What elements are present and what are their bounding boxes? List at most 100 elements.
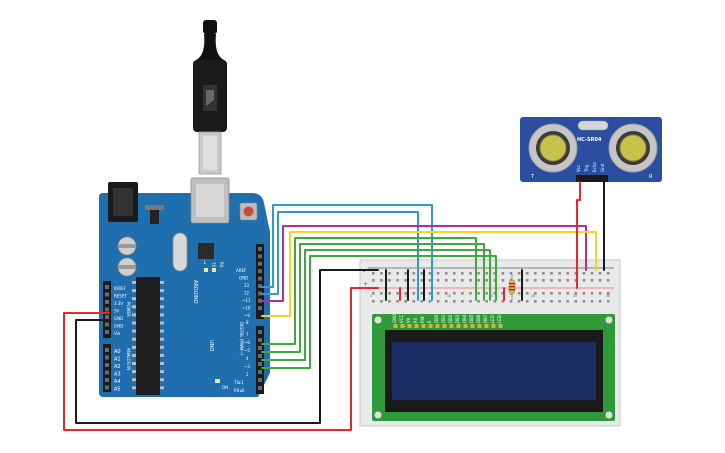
breadboard-hole bbox=[598, 292, 602, 295]
chip-pin bbox=[160, 378, 164, 382]
breadboard-hole bbox=[444, 300, 448, 303]
column-number-10: 10 bbox=[447, 294, 451, 298]
hc-sr04-sensor: HC-SR04 T R Vcc Trig Echo Gnd bbox=[520, 117, 662, 182]
chip-pin bbox=[160, 362, 164, 365]
analog-header bbox=[103, 344, 111, 392]
breadboard-hole bbox=[404, 300, 407, 303]
wire-sensor-vcc bbox=[576, 181, 581, 289]
wire-pin11-trig bbox=[261, 225, 587, 302]
pin-label-9: ~9 bbox=[244, 313, 250, 318]
breadboard-hole bbox=[517, 300, 521, 303]
rx-label: RX bbox=[219, 262, 224, 268]
chip-pin bbox=[132, 386, 136, 390]
chip-pin bbox=[160, 281, 164, 284]
breadboard-hole bbox=[558, 292, 561, 295]
pin-label-gnd-top: GND bbox=[239, 276, 248, 281]
breadboard-hole bbox=[444, 272, 448, 275]
breadboard-hole bbox=[582, 279, 586, 282]
lcd-pin-e: E bbox=[427, 320, 432, 323]
on-led bbox=[215, 379, 220, 383]
breadboard-hole bbox=[606, 300, 610, 303]
header-pin-hole bbox=[258, 386, 262, 390]
chip-pin bbox=[132, 321, 136, 325]
lcd-pin-db6: DB6 bbox=[476, 314, 481, 323]
lcd-pin-rw: RW bbox=[420, 316, 425, 323]
pin-label-7: 7 bbox=[246, 332, 249, 337]
breadboard-hole bbox=[509, 272, 513, 275]
breadboard-hole bbox=[412, 279, 416, 282]
lcd-pin-row bbox=[393, 324, 503, 328]
analog-section-label: ANALOG IN bbox=[126, 348, 131, 370]
chip-pins-left bbox=[132, 281, 136, 390]
model-label: UNO bbox=[208, 340, 214, 351]
atmega-chip bbox=[136, 277, 160, 395]
pin-label-a3: A3 bbox=[114, 372, 121, 378]
chip-pin bbox=[160, 321, 164, 325]
breadboard-hole bbox=[501, 292, 505, 295]
column-number-1: 1 bbox=[370, 294, 372, 298]
breadboard-hole bbox=[404, 272, 407, 275]
pin-label-a1: A1 bbox=[114, 357, 121, 363]
breadboard-hole bbox=[469, 300, 472, 303]
sensor-pin-trig: Trig bbox=[584, 164, 589, 173]
breadboard-hole bbox=[477, 300, 480, 303]
header-pin-hole bbox=[105, 348, 109, 352]
lcd-pin bbox=[407, 324, 412, 328]
rx-led bbox=[212, 268, 216, 272]
crystal-oscillator bbox=[172, 232, 188, 272]
breadboard-hole bbox=[372, 292, 375, 295]
lcd-pin-db3: DB3 bbox=[455, 314, 460, 323]
breadboard-hole bbox=[574, 279, 578, 282]
l-label: L bbox=[204, 260, 207, 265]
pin-label-reset: RESET bbox=[114, 294, 127, 299]
breadboard-hole bbox=[388, 300, 391, 303]
lcd-pin-led-k: LED bbox=[497, 315, 502, 323]
breadboard-hole bbox=[574, 300, 578, 303]
chip-pin bbox=[132, 305, 136, 309]
breadboard-hole bbox=[396, 292, 399, 295]
lcd-pin-v0: V0 bbox=[406, 317, 411, 323]
breadboard-hole bbox=[542, 300, 545, 303]
pin-label-vin: Vin bbox=[114, 331, 121, 336]
pin-label-5: ~5 bbox=[244, 348, 250, 353]
header-pin-hole bbox=[105, 355, 109, 360]
lcd-pin bbox=[421, 324, 426, 328]
resistor bbox=[508, 274, 516, 300]
rail-plus-mark: + bbox=[363, 281, 368, 288]
pin-label-a0: A0 bbox=[114, 349, 121, 355]
breadboard-hole bbox=[436, 300, 440, 303]
header-pin-hole bbox=[105, 307, 109, 312]
chip-pin bbox=[132, 345, 136, 349]
chip-pin bbox=[132, 337, 136, 341]
breadboard-hole bbox=[469, 292, 472, 295]
breadboard-hole bbox=[453, 272, 456, 275]
breadboard-hole bbox=[550, 292, 553, 295]
usb-cable bbox=[193, 20, 227, 175]
lcd-pin bbox=[463, 324, 468, 328]
sensor-right-mark: R bbox=[649, 174, 653, 180]
breadboard-hole bbox=[550, 300, 553, 303]
header-pin-hole bbox=[258, 346, 262, 350]
chip-pin bbox=[132, 378, 136, 382]
breadboard-hole bbox=[436, 292, 440, 295]
brand-label: ARDUINO bbox=[192, 280, 198, 304]
wire-pin4 bbox=[261, 249, 491, 361]
pin-label-6: ~6 bbox=[244, 340, 250, 345]
tx-label: TX bbox=[211, 261, 216, 267]
breadboard-hole bbox=[542, 272, 545, 275]
pin-label-13: 13 bbox=[244, 283, 250, 288]
breadboard-hole bbox=[566, 272, 569, 275]
sensor-crystal bbox=[577, 120, 609, 131]
breadboard-hole bbox=[574, 292, 578, 295]
sensor-pin-gnd: Gnd bbox=[600, 163, 605, 172]
breadboard-hole bbox=[461, 292, 464, 295]
chip-pin bbox=[160, 305, 164, 309]
header-pin-hole bbox=[258, 247, 262, 251]
breadboard-hole bbox=[412, 300, 416, 303]
pin-label-rx0: RX◂0 bbox=[234, 388, 245, 393]
breadboard-hole bbox=[606, 272, 610, 275]
breadboard-hole bbox=[582, 272, 586, 275]
lcd-pin-gnd: GND bbox=[392, 314, 397, 323]
breadboard-hole bbox=[534, 292, 537, 295]
lcd-screen bbox=[392, 342, 596, 400]
